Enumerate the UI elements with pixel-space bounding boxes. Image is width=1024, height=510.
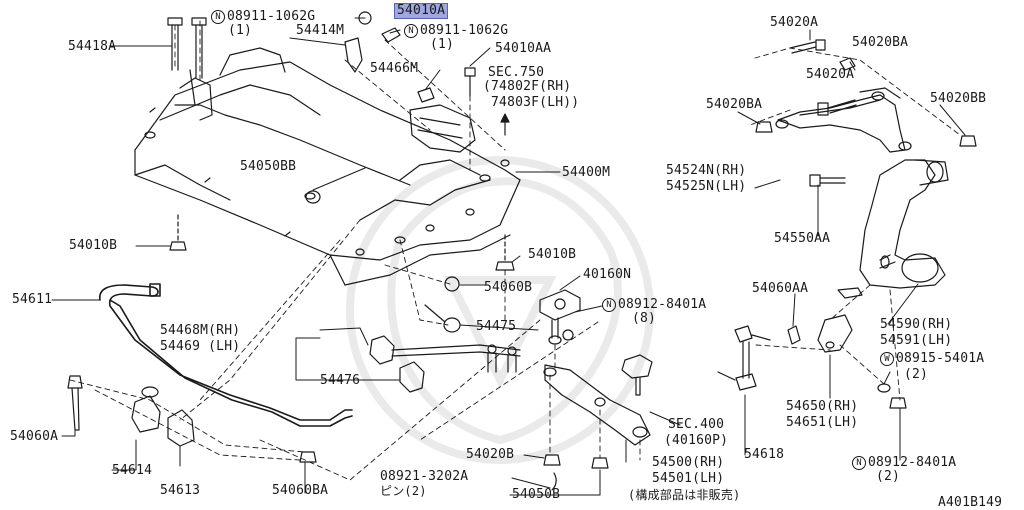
- part-label-54020a-mid[interactable]: 54020A: [806, 67, 855, 82]
- part-label-54050bb[interactable]: 54050BB: [240, 159, 297, 174]
- diagram-id: A401B149: [938, 495, 1003, 510]
- dashed-guides: [69, 17, 961, 481]
- nut-standard-badge: N: [602, 298, 616, 312]
- part-label-54010b-left[interactable]: 54010B: [69, 238, 118, 253]
- part-label-54020ba-top[interactable]: 54020BA: [852, 35, 909, 50]
- washer-nut-right-drawing: [877, 383, 907, 409]
- part-label-54060ba[interactable]: 54060BA: [272, 483, 329, 498]
- lower-link-drawing: [543, 354, 653, 446]
- lower-nuts-drawing: [543, 329, 609, 491]
- section-ref-sec400[interactable]: SEC.400: [668, 417, 725, 432]
- nut-54010b-left-drawing: [169, 241, 187, 251]
- nut-standard-badge: N: [211, 10, 225, 24]
- part-label-54650[interactable]: 54650(RH): [786, 399, 859, 414]
- part-label-54476[interactable]: 54476: [320, 373, 361, 388]
- part-label-54020a-top[interactable]: 54020A: [770, 15, 819, 30]
- part-label-54475[interactable]: 54475: [476, 319, 517, 334]
- stabilizer-link-drawing: [717, 325, 771, 391]
- part-label-54020bb[interactable]: 54020BB: [930, 91, 987, 106]
- section-ref-sec750-lh: 74803F(LH)): [483, 95, 580, 110]
- washer-standard-badge: W: [880, 352, 894, 366]
- not-sold-note: (構成部品は非販売): [628, 488, 741, 502]
- part-label-54525n[interactable]: 54525N(LH): [666, 179, 747, 194]
- part-label-54468m[interactable]: 54468M(RH): [160, 323, 241, 338]
- bolt-54060a-drawing: [67, 375, 83, 431]
- part-label-54614[interactable]: 54614: [112, 463, 153, 478]
- part-label-54590[interactable]: 54590(RH): [880, 317, 953, 332]
- part-label-54400m[interactable]: 54400M: [562, 165, 611, 180]
- bolts-54418a-drawing: [167, 17, 207, 79]
- part-label-54524n[interactable]: 54524N(RH): [666, 163, 747, 178]
- bracket-54414m-drawing: [344, 37, 363, 73]
- part-qty-08915-5401a: (2): [904, 367, 929, 382]
- section-ref-sec750-rh: (74802F(RH): [483, 79, 572, 94]
- part-label-54060aa[interactable]: 54060AA: [752, 281, 809, 296]
- part-label-54414m[interactable]: 54414M: [296, 23, 345, 38]
- part-label-54418a[interactable]: 54418A: [68, 39, 117, 54]
- bushing-54050bb-drawing: [305, 190, 321, 204]
- part-label-54060a[interactable]: 54060A: [10, 429, 59, 444]
- section-ref-sec750[interactable]: SEC.750: [488, 65, 545, 80]
- ball-joint-40160n-drawing: [539, 289, 581, 345]
- part-label-54651[interactable]: 54651(LH): [786, 415, 859, 430]
- part-label-54050b[interactable]: 54050B: [512, 487, 561, 502]
- stabilizer-bushing-drawing: [131, 386, 195, 447]
- part-label-40160n[interactable]: 40160N: [583, 267, 632, 282]
- shield-54466m-drawing: [409, 104, 476, 153]
- part-label-54500[interactable]: 54500(RH): [652, 455, 725, 470]
- upper-arm-drawing: [775, 87, 912, 153]
- part-label-54010b-right[interactable]: 54010B: [528, 247, 577, 262]
- bracket-54650-drawing: [787, 287, 863, 353]
- knuckle-drawing: [809, 159, 949, 289]
- part-label-54010a-highlighted[interactable]: 54010A: [394, 3, 449, 19]
- part-label-54020b[interactable]: 54020B: [466, 447, 515, 462]
- part-label-54466m[interactable]: 54466M: [370, 61, 419, 76]
- part-label-54591[interactable]: 54591(LH): [880, 333, 953, 348]
- part-label-54501[interactable]: 54501(LH): [652, 471, 725, 486]
- part-label-54618[interactable]: 54618: [744, 447, 785, 462]
- part-label-54613[interactable]: 54613: [160, 483, 201, 498]
- nut-standard-badge: N: [404, 24, 418, 38]
- part-qty-08911-1062g-a: (1): [228, 23, 253, 38]
- part-label-54060b[interactable]: 54060B: [484, 280, 533, 295]
- bushing-54060b-drawing: [444, 276, 460, 292]
- tension-rod-drawing: [369, 335, 521, 393]
- part-label-08921-3202a[interactable]: 08921-3202A: [380, 469, 469, 484]
- part-label-54469[interactable]: 54469 (LH): [160, 339, 241, 354]
- section-ref-sec400-part: (40160P): [664, 433, 729, 448]
- leader-lines: [51, 17, 966, 496]
- pin-note: ピン(2): [380, 484, 427, 498]
- part-qty-08912-8401a-a: (8): [632, 311, 657, 326]
- nut-54060ba-drawing: [299, 451, 317, 463]
- stabilizer-bar-drawing: [99, 283, 353, 427]
- part-label-54010aa[interactable]: 54010AA: [495, 41, 552, 56]
- part-label-54550aa[interactable]: 54550AA: [774, 231, 831, 246]
- part-label-54611[interactable]: 54611: [12, 292, 53, 307]
- part-qty-08911-1062g-b: (1): [430, 37, 455, 52]
- part-qty-08912-8401a-b: (2): [876, 469, 901, 484]
- nut-54010b-right-drawing: [495, 261, 515, 271]
- nut-standard-badge: N: [852, 456, 866, 470]
- crossmember-drawing: [134, 47, 521, 286]
- upper-bolts-drawing: [755, 39, 977, 147]
- part-label-54020ba-left[interactable]: 54020BA: [706, 97, 763, 112]
